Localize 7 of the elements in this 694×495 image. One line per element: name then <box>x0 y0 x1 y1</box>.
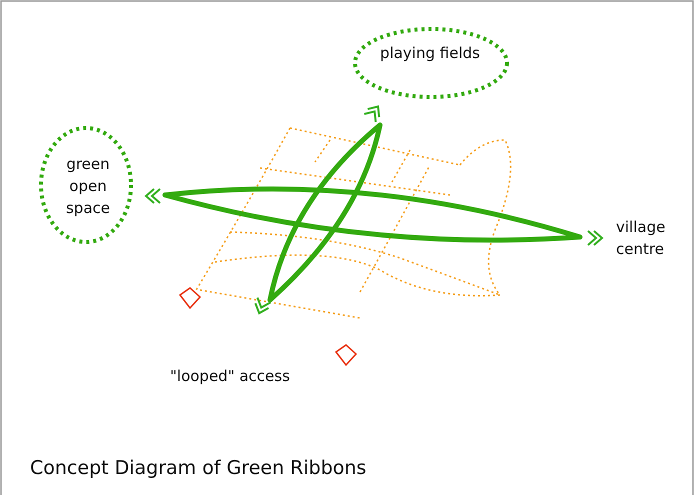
place-label: playing fields <box>379 43 481 64</box>
place-label: green open space <box>64 154 111 219</box>
dotted-ellipse <box>352 26 510 100</box>
place-label: village centre <box>616 217 666 260</box>
dotted-ellipse <box>38 125 134 245</box>
access-label: "looped" access <box>170 366 291 387</box>
caption: Concept Diagram of Green Ribbons <box>30 456 366 481</box>
